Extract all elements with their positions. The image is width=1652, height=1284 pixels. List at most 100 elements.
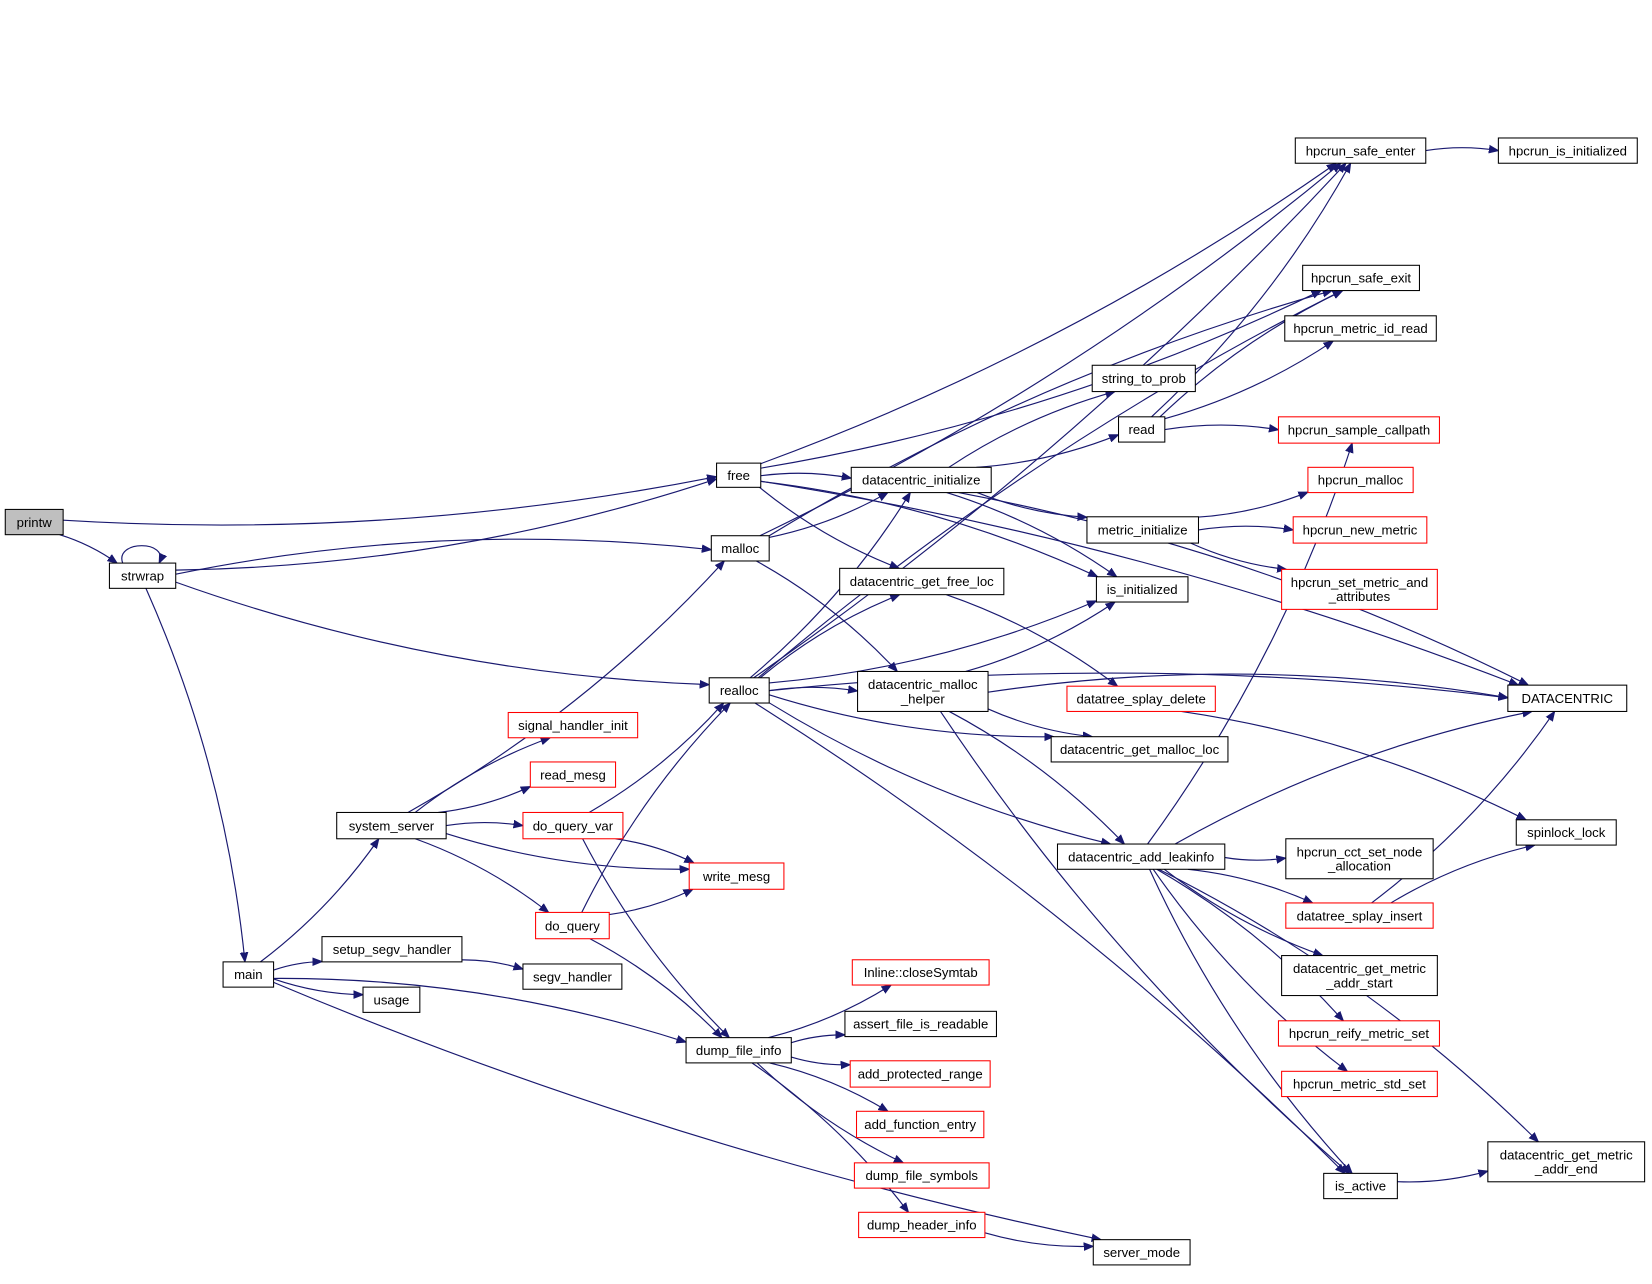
node-datacentric-malloc-helper[interactable]: datacentric_malloc_helper: [857, 670, 989, 712]
node-usage[interactable]: usage: [362, 986, 421, 1013]
node-box[interactable]: [1497, 137, 1638, 164]
node-hpcrun-is-initialized[interactable]: hpcrun_is_initialized: [1497, 137, 1638, 164]
node-signal-handler-init[interactable]: signal_handler_init: [507, 711, 639, 739]
node-strwrap[interactable]: strwrap: [108, 562, 177, 589]
node-main[interactable]: main: [222, 961, 275, 988]
node-hpcrun-metric-id-read[interactable]: hpcrun_metric_id_read: [1284, 315, 1437, 342]
node-do-query-var[interactable]: do_query_var: [522, 811, 624, 840]
node-box[interactable]: [716, 462, 762, 488]
node-is-active[interactable]: is_active: [1323, 1172, 1398, 1200]
node-box[interactable]: [849, 1060, 991, 1088]
node-hpcrun-safe-enter[interactable]: hpcrun_safe_enter: [1294, 137, 1427, 164]
node-box[interactable]: [1307, 466, 1414, 494]
node-hpcrun-metric-std-set[interactable]: hpcrun_metric_std_set: [1281, 1070, 1438, 1098]
node-box[interactable]: [851, 959, 990, 986]
node-datacentric[interactable]: DATACENTRIC: [1507, 684, 1628, 712]
node-box[interactable]: [535, 911, 610, 940]
node-box[interactable]: [1507, 684, 1628, 712]
node-datacentric-get-metric-addr-start[interactable]: datacentric_get_metric_addr_start: [1281, 955, 1438, 997]
node-datacentric-get-free-loc[interactable]: datacentric_get_free_loc: [839, 567, 1005, 596]
node-box[interactable]: [858, 1211, 986, 1239]
node-box[interactable]: [108, 562, 177, 589]
node-spinlock-lock[interactable]: spinlock_lock: [1515, 819, 1617, 846]
node-box[interactable]: [685, 1037, 792, 1064]
node-dump-header-info[interactable]: dump_header_info: [858, 1211, 986, 1239]
node-box[interactable]: [1281, 955, 1438, 997]
node-box[interactable]: [1281, 568, 1438, 610]
node-datatree-splay-insert[interactable]: datatree_splay_insert: [1285, 902, 1434, 929]
node-box[interactable]: [522, 811, 624, 840]
node-datacentric-get-malloc-loc[interactable]: datacentric_get_malloc_loc: [1050, 736, 1229, 763]
node-malloc[interactable]: malloc: [710, 535, 770, 562]
node-box[interactable]: [839, 567, 1005, 596]
node-dump-file-info[interactable]: dump_file_info: [685, 1037, 792, 1064]
node-box[interactable]: [1066, 685, 1216, 712]
node-box[interactable]: [1284, 315, 1437, 342]
node-box[interactable]: [1323, 1172, 1398, 1200]
node-box[interactable]: [853, 1162, 990, 1189]
node-is-initialized[interactable]: is_initialized: [1095, 576, 1189, 603]
node-datatree-splay-delete[interactable]: datatree_splay_delete: [1066, 685, 1216, 712]
node-do-query[interactable]: do_query: [535, 911, 610, 940]
node-box[interactable]: [1092, 1239, 1191, 1266]
node-box[interactable]: [529, 761, 617, 788]
node-box[interactable]: [507, 711, 639, 739]
node-add-protected-range[interactable]: add_protected_range: [849, 1060, 991, 1088]
node-assert-file-is-readable[interactable]: assert_file_is_readable: [844, 1010, 997, 1038]
node-box[interactable]: [688, 862, 785, 890]
node-datacentric-initialize[interactable]: datacentric_initialize: [850, 466, 992, 494]
node-system-server[interactable]: system_server: [336, 811, 447, 840]
node-box[interactable]: [850, 466, 992, 494]
node-hpcrun-malloc[interactable]: hpcrun_malloc: [1307, 466, 1414, 494]
node-inline-closesymtab[interactable]: Inline::closeSymtab: [851, 959, 990, 986]
node-hpcrun-set-metric-and-attributes[interactable]: hpcrun_set_metric_and_attributes: [1281, 568, 1438, 610]
node-free[interactable]: free: [716, 462, 762, 488]
node-box[interactable]: [1302, 264, 1420, 292]
node-hpcrun-safe-exit[interactable]: hpcrun_safe_exit: [1302, 264, 1420, 292]
node-add-function-entry[interactable]: add_function_entry: [855, 1110, 985, 1139]
node-hpcrun-new-metric[interactable]: hpcrun_new_metric: [1292, 516, 1428, 544]
node-box[interactable]: [522, 963, 623, 990]
node-box[interactable]: [1091, 364, 1196, 393]
node-box[interactable]: [1050, 736, 1229, 763]
node-box[interactable]: [710, 535, 770, 562]
node-box[interactable]: [362, 986, 421, 1013]
node-box[interactable]: [222, 961, 275, 988]
node-hpcrun-sample-callpath[interactable]: hpcrun_sample_callpath: [1277, 416, 1440, 444]
node-write-mesg[interactable]: write_mesg: [688, 862, 785, 890]
node-realloc[interactable]: realloc: [708, 677, 770, 704]
node-box[interactable]: [844, 1010, 997, 1038]
node-segv-handler[interactable]: segv_handler: [522, 963, 623, 990]
node-box[interactable]: [4, 508, 64, 536]
node-box[interactable]: [1515, 819, 1617, 846]
node-printw[interactable]: printw: [4, 508, 64, 536]
node-datacentric-add-leakinfo[interactable]: datacentric_add_leakinfo: [1056, 843, 1226, 870]
node-box[interactable]: [708, 677, 770, 704]
node-box[interactable]: [1117, 416, 1166, 443]
node-box[interactable]: [1487, 1141, 1646, 1183]
node-box[interactable]: [1277, 1020, 1440, 1047]
node-server-mode[interactable]: server_mode: [1092, 1239, 1191, 1266]
node-box[interactable]: [1277, 416, 1440, 444]
node-hpcrun-reify-metric-set[interactable]: hpcrun_reify_metric_set: [1277, 1020, 1440, 1047]
node-box[interactable]: [1292, 516, 1428, 544]
node-box[interactable]: [1095, 576, 1189, 603]
node-box[interactable]: [857, 670, 989, 712]
node-string-to-prob[interactable]: string_to_prob: [1091, 364, 1196, 393]
node-box[interactable]: [321, 936, 463, 963]
node-box[interactable]: [336, 811, 447, 840]
node-dump-file-symbols[interactable]: dump_file_symbols: [853, 1162, 990, 1189]
node-metric-initialize[interactable]: metric_initialize: [1086, 516, 1200, 544]
node-box[interactable]: [1086, 516, 1200, 544]
node-box[interactable]: [1294, 137, 1427, 164]
node-hpcrun-cct-set-node-allocation[interactable]: hpcrun_cct_set_node_allocation: [1285, 838, 1434, 880]
node-box[interactable]: [1285, 902, 1434, 929]
node-setup-segv-handler[interactable]: setup_segv_handler: [321, 936, 463, 963]
node-box[interactable]: [1056, 843, 1226, 870]
node-datacentric-get-metric-addr-end[interactable]: datacentric_get_metric_addr_end: [1487, 1141, 1646, 1183]
node-read-mesg[interactable]: read_mesg: [529, 761, 617, 788]
node-read[interactable]: read: [1117, 416, 1166, 443]
node-box[interactable]: [1285, 838, 1434, 880]
node-box[interactable]: [855, 1110, 985, 1139]
node-box[interactable]: [1281, 1070, 1438, 1098]
